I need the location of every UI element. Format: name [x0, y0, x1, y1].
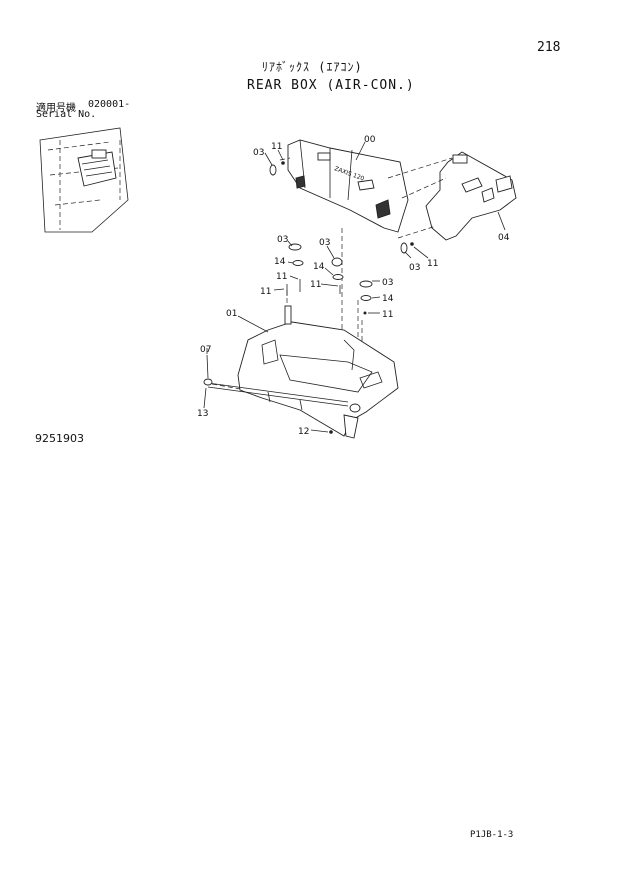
- callout-11: 11: [271, 142, 282, 152]
- part-04-side-bracket: [425, 151, 517, 241]
- serial-label-english: Serial No.: [36, 109, 97, 120]
- callout-labels: 03 11 00 04 03 11 03 03 14 14 11 11 11 0…: [197, 135, 510, 437]
- title-english: REAR BOX (AIR-CON.): [247, 78, 415, 93]
- callout-04: 04: [498, 233, 510, 243]
- callout-11: 11: [382, 310, 393, 320]
- part-00-rear-cover: ZAXIS 120: [287, 139, 409, 233]
- callout-11: 11: [310, 280, 321, 290]
- callout-03: 03: [277, 235, 288, 245]
- callout-07: 07: [200, 345, 211, 355]
- callout-03: 03: [253, 148, 264, 158]
- page-number: 218: [537, 40, 561, 55]
- callout-00: 00: [364, 135, 376, 145]
- callout-14: 14: [274, 257, 286, 267]
- callout-14: 14: [382, 294, 394, 304]
- callout-13: 13: [197, 409, 208, 419]
- figure-id: 9251903: [35, 432, 84, 445]
- callout-01: 01: [226, 309, 237, 319]
- title-japanese: ﾘｱﾎﾞｯｸｽ (ｴｱｺﾝ): [262, 60, 363, 74]
- leader-lines: [203, 141, 506, 433]
- serial-number: 020001-: [88, 99, 131, 110]
- part-07-rod: [203, 354, 361, 439]
- callout-11: 11: [260, 287, 271, 297]
- callout-03: 03: [319, 238, 330, 248]
- machine-location-thumbnail: [39, 127, 129, 233]
- part-01-rear-box: [237, 305, 399, 437]
- callout-12: 12: [298, 427, 309, 437]
- page-code: P1JB-1-3: [470, 830, 514, 840]
- callout-03: 03: [382, 278, 393, 288]
- callout-14: 14: [313, 262, 325, 272]
- callout-11: 11: [427, 259, 438, 269]
- serial-label-japanese: 適用号機: [36, 103, 76, 114]
- callout-11: 11: [276, 272, 287, 282]
- callout-03: 03: [409, 263, 420, 273]
